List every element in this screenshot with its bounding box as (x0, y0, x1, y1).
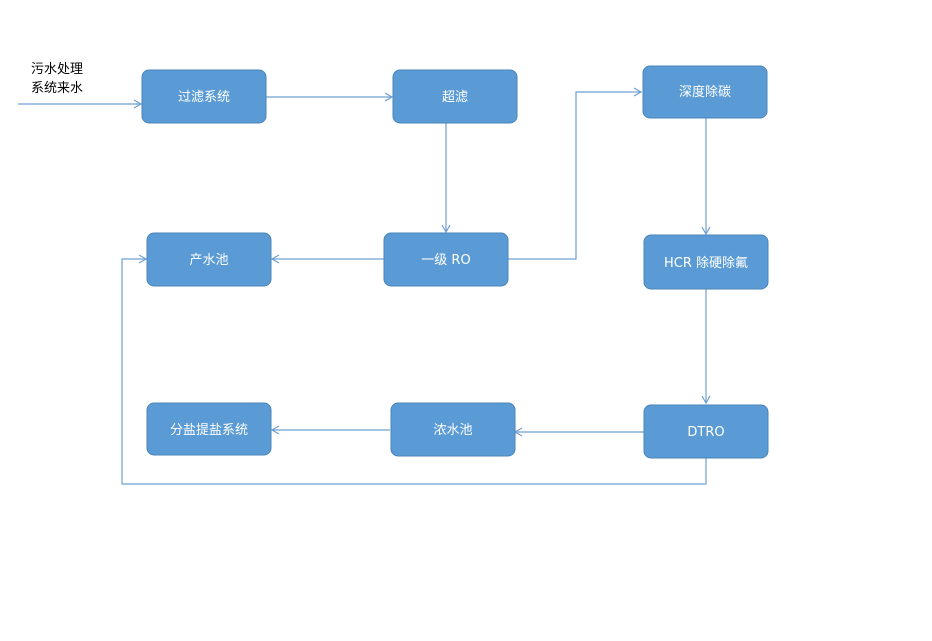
node-deep-decarbonization: 深度除碳 (642, 65, 768, 119)
node-concentrate-tank: 浓水池 (390, 402, 516, 457)
node-hcr-label: HCR 除硬除氟 (664, 256, 748, 271)
node-dtro: DTRO (643, 404, 769, 459)
node-deep-decarbonization-label: 深度除碳 (679, 84, 731, 100)
node-filtration: 过滤系统 (141, 69, 267, 124)
node-concentrate-tank-label: 浓水池 (433, 423, 472, 438)
node-salt-separation-label: 分盐提盐系统 (170, 422, 248, 438)
node-ro-primary: 一级 RO (383, 232, 509, 287)
node-ro-primary-label: 一级 RO (421, 253, 470, 268)
node-ultrafiltration: 超滤 (392, 69, 518, 124)
node-product-tank-label: 产水池 (189, 253, 228, 268)
node-dtro-label: DTRO (687, 425, 724, 440)
node-filtration-label: 过滤系统 (178, 90, 230, 105)
connectors (18, 87, 711, 485)
arrow-ro-to-deep-decarbonization (508, 87, 643, 260)
node-product-tank: 产水池 (146, 232, 272, 287)
node-ultrafiltration-label: 超滤 (442, 90, 468, 105)
source-label: 污水处理 系统来水 (31, 62, 83, 96)
arrow-dtro-return-to-product-tank (121, 254, 707, 485)
node-salt-separation: 分盐提盐系统 (146, 402, 272, 456)
node-hcr: HCR 除硬除氟 (643, 234, 769, 290)
source-label-line1: 污水处理 (31, 62, 83, 77)
source-label-line2: 系统来水 (31, 81, 83, 96)
